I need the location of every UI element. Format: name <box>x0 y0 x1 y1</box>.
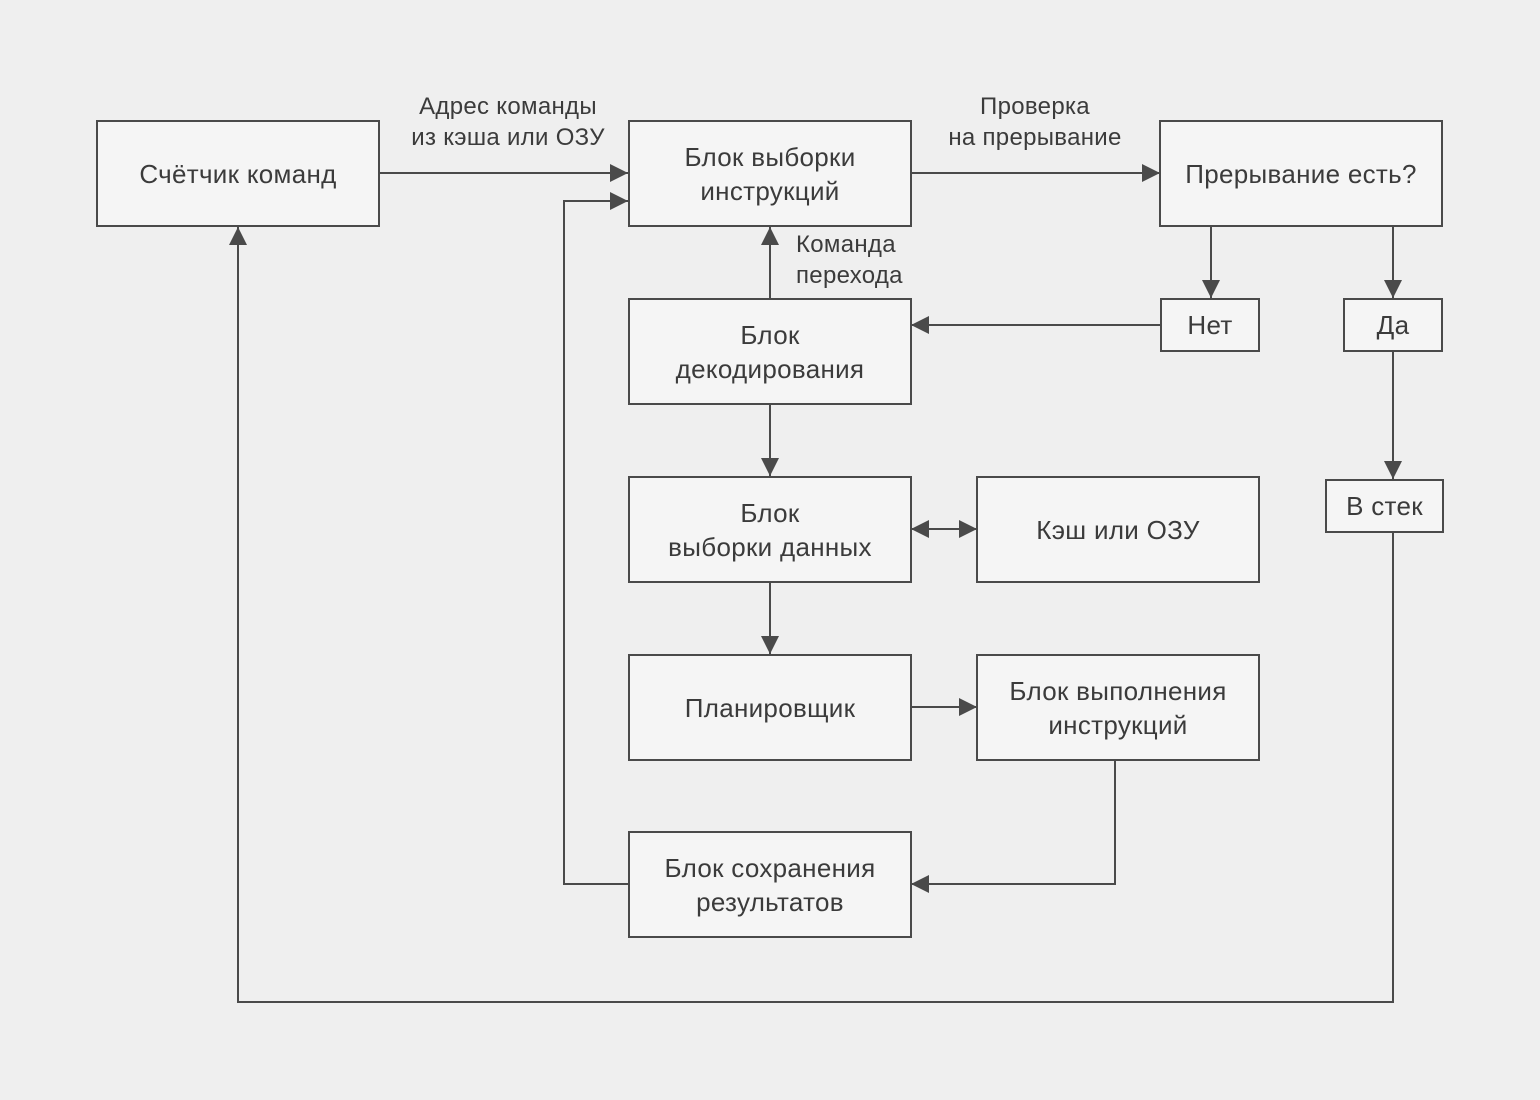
interrupt-check-label: Проверка на прерывание <box>948 93 1122 151</box>
edge-stack-to-counter <box>229 227 1394 1003</box>
program-counter-box: Счётчик команд <box>96 120 380 227</box>
scheduler-box: Планировщик <box>628 654 912 761</box>
fetch-unit-box: Блок выборки инструкций <box>628 120 912 227</box>
to-stack-box: В стек <box>1325 479 1444 533</box>
yes-box: Да <box>1343 298 1443 352</box>
cache-ram-box: Кэш или ОЗУ <box>976 476 1260 583</box>
address-from-cache-label: Адрес команды из кэша или ОЗУ <box>411 93 605 151</box>
writeback-unit-box: Блок сохранения результатов <box>628 831 912 938</box>
interrupt-check-box: Прерывание есть? <box>1159 120 1443 227</box>
data-fetch-unit-box: Блок выборки данных <box>628 476 912 583</box>
edge-writeback-to-fetch <box>563 192 628 885</box>
edge-execution-to-writeback <box>911 761 1116 893</box>
no-box: Нет <box>1160 298 1260 352</box>
execution-unit-box: Блок выполнения инструкций <box>976 654 1260 761</box>
branch-command-label: Команда перехода <box>796 231 903 289</box>
decode-unit-box: Блок декодирования <box>628 298 912 405</box>
